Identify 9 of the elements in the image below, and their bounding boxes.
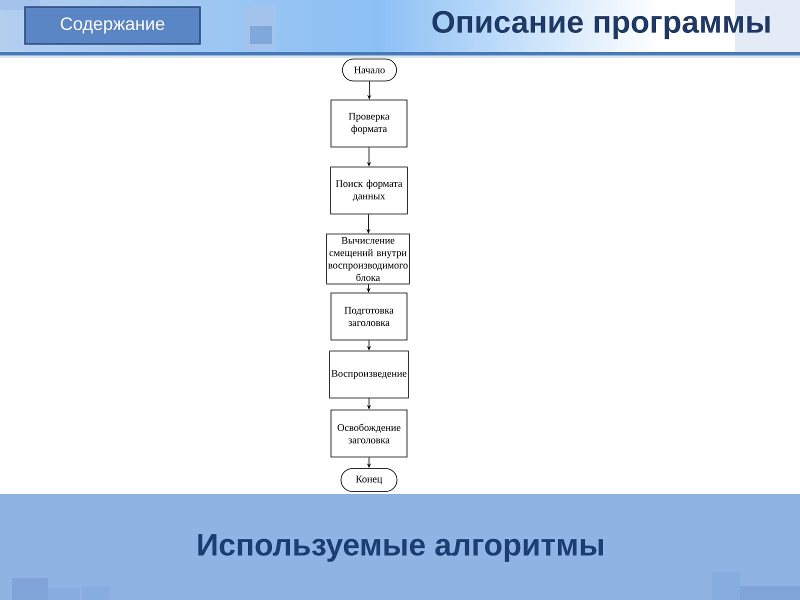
slide-title: Описание программы	[432, 10, 770, 40]
nav-button: Содержание	[24, 6, 201, 45]
process-box: Вычисление смещений внутри воспроизводимого блока	[326, 234, 410, 284]
process-box: Проверка формата	[330, 100, 408, 148]
process-box: Воспроизведение	[329, 350, 409, 398]
process-box: Подготовка заголовка	[330, 292, 408, 340]
process-box: Освобождение заголовка	[330, 410, 408, 458]
footer-heading: Используемые алгоритмы	[198, 534, 603, 562]
process-box: Поиск формата данных	[330, 166, 408, 214]
